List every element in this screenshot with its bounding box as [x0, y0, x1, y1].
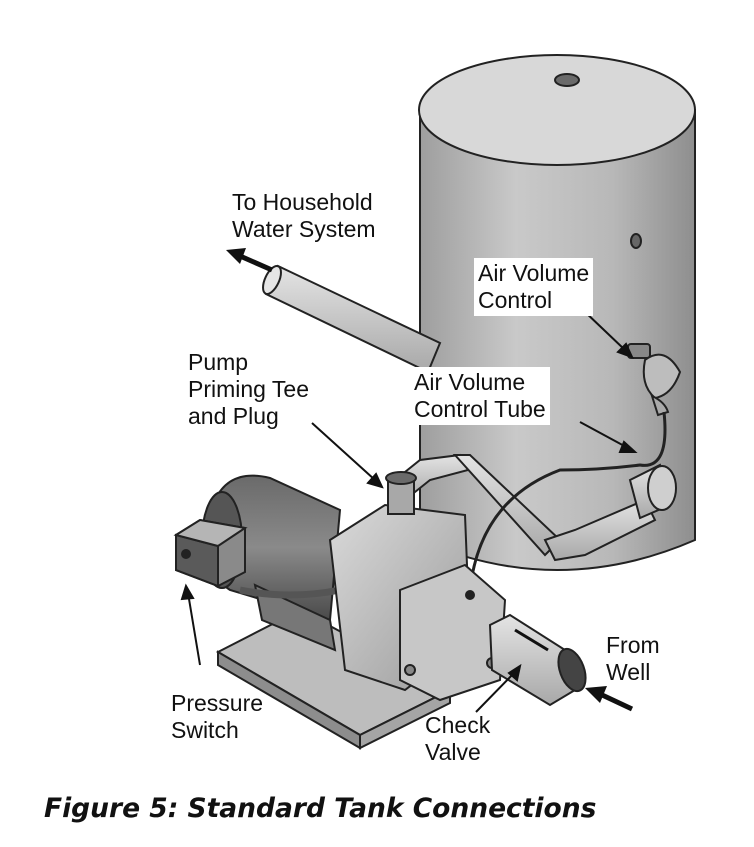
- air-volume-control-label: Air Volume Control: [474, 258, 594, 316]
- priming-line2: Priming Tee: [188, 376, 310, 402]
- leader-lines: [180, 309, 638, 713]
- from-well-label: From Well: [606, 632, 660, 686]
- air-volume-tube-line1: Air Volume: [414, 369, 526, 395]
- priming-tee-plug: [385, 471, 417, 515]
- household-arrow-icon: [226, 248, 274, 273]
- air-volume-control-valve: [627, 343, 682, 417]
- air-volume-tube-line2: Control Tube: [414, 396, 546, 422]
- pressure-switch-box: [173, 518, 248, 588]
- figure-caption: Figure 5: Standard Tank Connections: [44, 793, 597, 824]
- from-well-arrow-icon: [585, 686, 634, 712]
- household-water-system-label: To Household Water System: [232, 189, 376, 243]
- from-well-line2: Well: [606, 659, 651, 685]
- from-well-line1: From: [606, 632, 660, 658]
- pressure-tank: [418, 54, 696, 571]
- pressure-switch-label: Pressure Switch: [171, 690, 263, 744]
- check-valve-line2: Valve: [425, 739, 481, 765]
- priming-line1: Pump: [188, 349, 249, 375]
- pressure-switch-line2: Switch: [171, 717, 239, 743]
- pump-body: [328, 503, 507, 702]
- household-label-line2: Water System: [232, 216, 376, 242]
- pressure-switch-line1: Pressure: [171, 690, 264, 716]
- air-volume-control-tube-label: Air Volume Control Tube: [410, 367, 550, 425]
- air-volume-control-tube: [468, 411, 667, 591]
- check-valve-line1: Check: [425, 712, 491, 738]
- priming-tee-plug-label: Pump Priming Tee and Plug: [188, 349, 309, 430]
- inlet-pipe-check-valve: [488, 613, 587, 707]
- air-volume-control-line2: Control: [478, 287, 553, 313]
- priming-line3: and Plug: [188, 403, 279, 429]
- household-label-line1: To Household: [232, 189, 373, 215]
- check-valve-label: Check Valve: [425, 712, 490, 766]
- tank-piping: [393, 453, 677, 562]
- air-volume-control-line1: Air Volume: [478, 260, 590, 286]
